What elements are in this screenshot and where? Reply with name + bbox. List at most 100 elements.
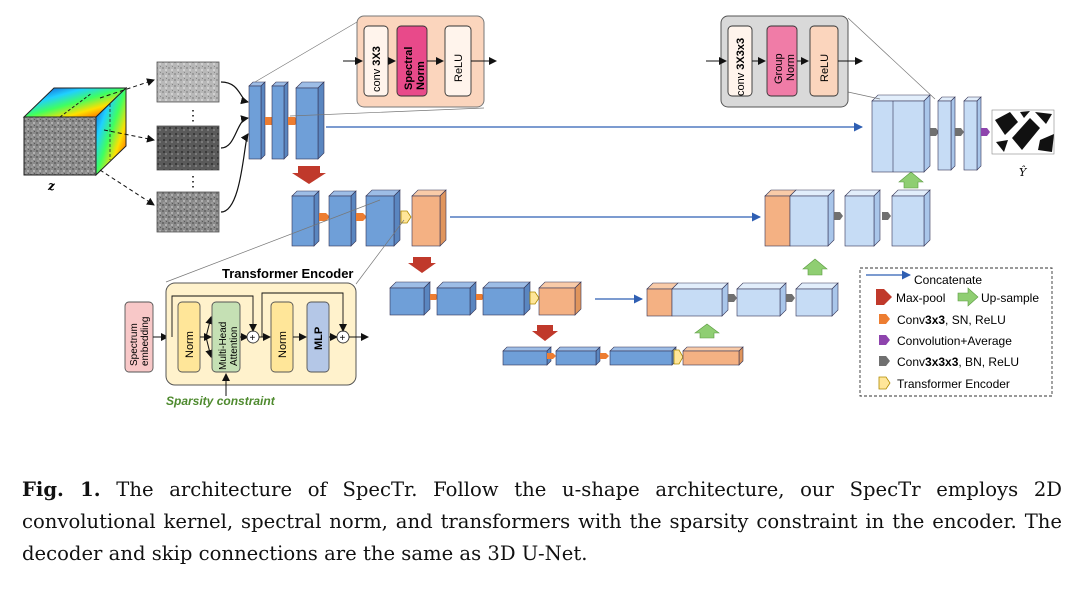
- caption-label: Fig. 1.: [22, 478, 101, 501]
- concat-skip-block: [646, 282, 679, 317]
- legend-box: [859, 267, 1053, 397]
- spectrum-embedding-label: Spectrumembedding: [129, 317, 151, 366]
- transformer-title: Transformer Encoder: [222, 266, 354, 281]
- conv-bn-relu-op: [728, 294, 737, 302]
- figure-caption: Fig. 1. The architecture of SpecTr. Foll…: [22, 474, 1062, 570]
- legend-item-conv-bn-relu: Conv3x3x3, BN, ReLU: [879, 355, 1019, 369]
- feature-block: [963, 96, 982, 171]
- zoom-line: [355, 219, 405, 285]
- upsample-arrow: [694, 323, 720, 339]
- slice-image: [156, 191, 220, 233]
- conv-sn-relu-op: [600, 353, 609, 359]
- conv-average-op: [981, 128, 990, 136]
- conv-bn-relu-op: [834, 212, 843, 220]
- slice-arrows: [99, 78, 155, 206]
- conv-bn-relu-op: [930, 128, 939, 136]
- svg-text:Max-pool: Max-pool: [896, 291, 945, 305]
- relu-label: ReLU: [819, 54, 831, 82]
- bottleneck-level: [502, 346, 744, 366]
- feature-block: [789, 189, 835, 247]
- encoder-level-1: [248, 81, 325, 160]
- plus-sign: +: [340, 333, 346, 344]
- transformer-feature-block: [411, 189, 447, 247]
- encoder-level-3: [389, 281, 582, 316]
- upsample-arrow: [802, 258, 828, 276]
- transformer-encoder-detail: Transformer Encoder Spectrumembedding No…: [124, 266, 369, 408]
- conv-sn-relu-op: [319, 213, 330, 221]
- svg-text:Conv3x3x3, BN, ReLU: Conv3x3x3, BN, ReLU: [897, 355, 1019, 369]
- conv-3x3x3-label: conv 3X3x3: [735, 38, 747, 96]
- feature-block: [271, 81, 289, 160]
- feature-block: [871, 94, 931, 173]
- output-segmentation-map: [991, 109, 1055, 155]
- zoom-line: [847, 91, 881, 100]
- svg-text:Conv3x3, SN, ReLU: Conv3x3, SN, ReLU: [897, 313, 1006, 327]
- feature-block: [891, 189, 931, 247]
- input-hyperspectral-cube: [22, 86, 128, 177]
- svg-text:Transformer Encoder: Transformer Encoder: [897, 377, 1010, 391]
- transformer-icon: [878, 376, 891, 390]
- encoder-conv-detail: conv 3X3 SpectralNorm ReLU: [343, 15, 497, 108]
- conv-bn-relu-op: [786, 294, 795, 302]
- feature-block: [291, 190, 320, 247]
- zoom-line: [289, 107, 485, 117]
- legend-item-upsample: Up-sample: [957, 287, 1039, 307]
- transformer-feature-block: [682, 346, 744, 366]
- encoder-level-2: [291, 189, 447, 247]
- feature-block: [671, 282, 729, 317]
- maxpool-arrow: [292, 166, 326, 184]
- norm-label: Norm: [277, 331, 289, 358]
- output-label: Ŷ: [1019, 165, 1028, 179]
- feature-block: [365, 189, 401, 247]
- feature-block: [502, 346, 552, 366]
- upsample-arrow: [898, 171, 924, 189]
- caption-text: The architecture of SpecTr. Follow the u…: [22, 478, 1062, 565]
- feature-block: [295, 81, 325, 160]
- ellipsis-dots: ⋮: [186, 107, 200, 123]
- transformer-op: [529, 291, 540, 305]
- legend-item-conv-sn-relu: Conv3x3, SN, ReLU: [879, 313, 1006, 327]
- transformer-op: [673, 349, 684, 365]
- zoom-line: [847, 17, 936, 100]
- conv-3x3-label: conv 3X3: [371, 46, 383, 92]
- architecture-diagram: z ⋮ ⋮: [22, 15, 1055, 408]
- feature-block: [736, 282, 787, 317]
- transformer-feature-block: [538, 281, 582, 316]
- norm-label: Norm: [184, 331, 196, 358]
- maxpool-arrow: [408, 257, 436, 273]
- feature-block: [844, 189, 881, 247]
- plus-sign: +: [250, 333, 256, 344]
- concat-skip-block: [764, 189, 797, 247]
- slice-image: [156, 125, 220, 171]
- group-norm-label: GroupNorm: [773, 53, 797, 84]
- feature-block: [795, 282, 839, 317]
- maxpool-icon: [876, 289, 892, 305]
- ellipsis-dots: ⋮: [186, 173, 200, 189]
- feature-block: [482, 281, 531, 316]
- zoom-line: [254, 21, 358, 83]
- svg-text:Concatenate: Concatenate: [914, 273, 982, 287]
- mlp-label: MLP: [313, 327, 325, 350]
- feature-block: [248, 81, 266, 160]
- slice-image: [156, 61, 220, 103]
- multi-head-attention-label: Multi-HeadAttention: [218, 322, 240, 370]
- decoder-conv-detail: conv 3X3x3 GroupNorm ReLU: [706, 15, 863, 108]
- legend-item-transformer: Transformer Encoder: [878, 376, 1010, 391]
- decoder-level-1: [871, 94, 990, 173]
- relu-label: ReLU: [453, 54, 465, 82]
- conv-sn-relu-op: [547, 353, 556, 359]
- svg-text:Up-sample: Up-sample: [981, 291, 1039, 305]
- transformer-op: [400, 210, 412, 224]
- feature-block: [389, 281, 431, 316]
- legend-item-concatenate: Concatenate: [866, 270, 982, 287]
- legend-item-conv-average: Convolution+Average: [879, 334, 1012, 348]
- legend: Concatenate Max-pool Up-sample Conv3x3, …: [859, 267, 1053, 397]
- maxpool-arrow: [532, 325, 558, 341]
- spectral-slices: [156, 61, 220, 233]
- input-label: z: [47, 179, 56, 193]
- conv-sn-relu-op: [356, 213, 367, 221]
- sparsity-constraint-label: Sparsity constraint: [166, 394, 276, 408]
- conv-bn-relu-op: [882, 212, 891, 220]
- decoder-level-2: [764, 189, 931, 247]
- conv-average-icon: [879, 335, 890, 345]
